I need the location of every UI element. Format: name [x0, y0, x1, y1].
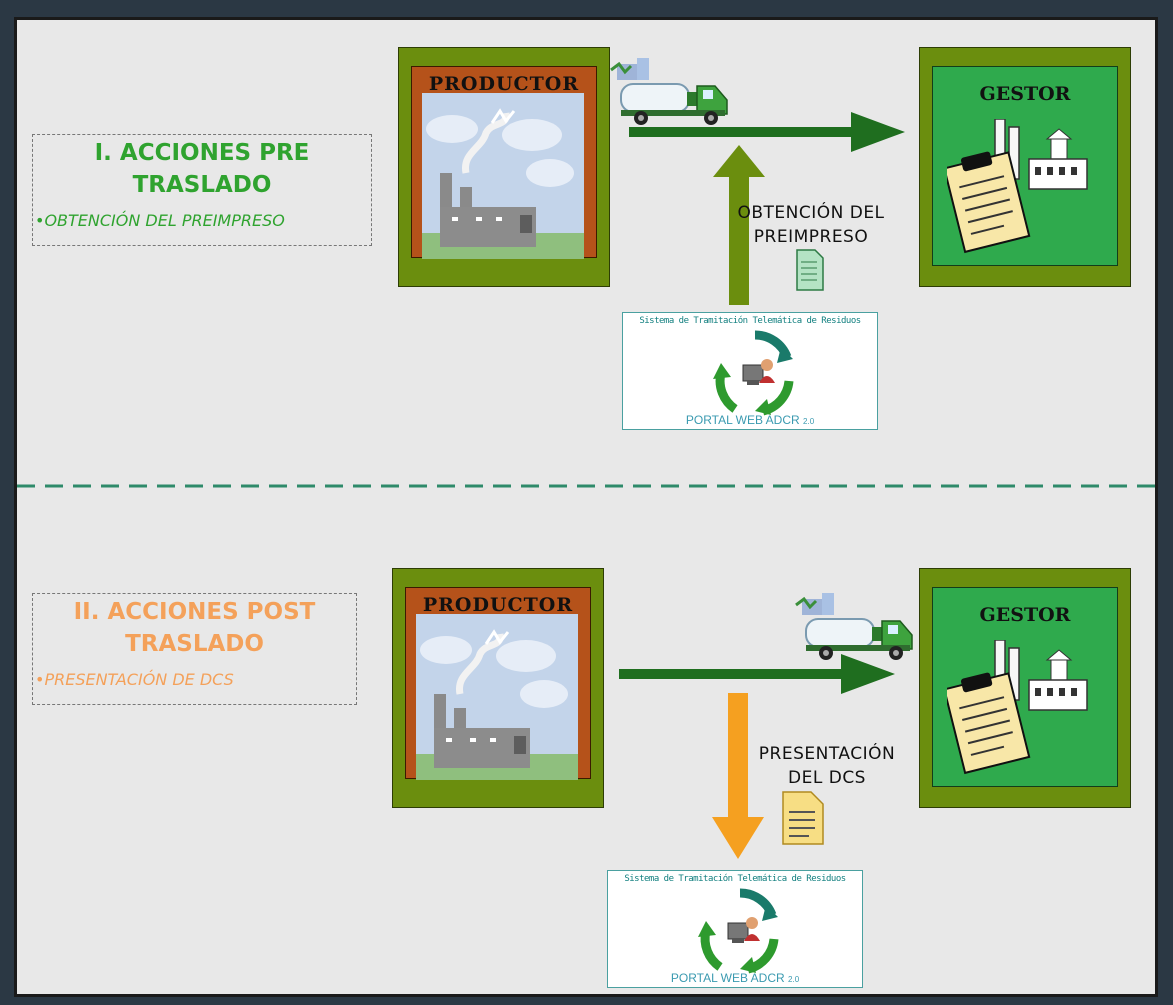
download-arrow — [712, 693, 764, 859]
portal-version: 2.0 — [788, 975, 800, 984]
upload-arrow — [713, 145, 765, 305]
document-icon — [796, 249, 824, 291]
section-post-item: •PRESENTACIÓN DE DCS — [35, 670, 234, 689]
portal-footer-text: PORTAL WEB ADCR — [685, 413, 800, 427]
producer-frame: PRODUCTOR — [405, 587, 591, 779]
portal-footer: PORTAL WEB ADCR 2.0 — [623, 413, 877, 427]
factory-icon — [422, 93, 586, 259]
section-pre-item: •OBTENCIÓN DEL PREIMPRESO — [35, 211, 285, 230]
producer-box-2: PRODUCTOR — [392, 568, 604, 808]
producer-frame: PRODUCTOR — [411, 66, 597, 258]
section-pre-title-line1: I. ACCIONES PRE — [94, 140, 310, 166]
clipboard-icon — [947, 119, 1088, 253]
factory-icon — [416, 614, 580, 780]
clipboard-icon — [947, 640, 1088, 774]
action-label-2-line2: DEL DCS — [788, 768, 866, 788]
transport-arrow-2 — [619, 654, 895, 694]
section-pre-title-line2: TRASLADO — [132, 172, 272, 198]
portal-header: Sistema de Tramitación Telemática de Res… — [624, 874, 846, 884]
gestor-label: GESTOR — [979, 83, 1071, 105]
section-pre-traslado: I. ACCIONES PRE TRASLADO •OBTENCIÓN DEL … — [32, 134, 372, 246]
gestor-label: GESTOR — [979, 604, 1071, 626]
producer-label: PRODUCTOR — [428, 73, 580, 95]
section-post-title-line1: II. ACCIONES POST — [73, 599, 316, 625]
section-divider — [17, 484, 1155, 488]
document-icon — [782, 791, 824, 845]
portal-web-box-1: Sistema de Tramitación Telemática de Res… — [622, 312, 878, 430]
diagram-frame: I. ACCIONES PRE TRASLADO •OBTENCIÓN DEL … — [14, 17, 1158, 997]
action-label-2: PRESENTACIÓN DEL DCS — [737, 742, 917, 790]
action-label-1-line2: PREIMPRESO — [753, 227, 869, 247]
recycle-icon — [690, 887, 786, 977]
portal-footer: PORTAL WEB ADCR 2.0 — [608, 971, 862, 985]
section-post-traslado: II. ACCIONES POST TRASLADO •PRESENTACIÓN… — [32, 593, 357, 705]
producer-box-1: PRODUCTOR — [398, 47, 610, 287]
action-label-1-line1: OBTENCIÓN DEL — [737, 203, 885, 223]
recycle-icon — [705, 329, 801, 419]
portal-web-box-2: Sistema de Tramitación Telemática de Res… — [607, 870, 863, 988]
portal-footer-text: PORTAL WEB ADCR — [670, 971, 785, 985]
action-label-1: OBTENCIÓN DEL PREIMPRESO — [711, 201, 911, 249]
gestor-frame: GESTOR — [932, 66, 1118, 266]
transport-arrow-1 — [629, 112, 905, 152]
gestor-frame: GESTOR — [932, 587, 1118, 787]
portal-header: Sistema de Tramitación Telemática de Res… — [639, 316, 861, 326]
gestor-box-1: GESTOR — [919, 47, 1131, 287]
producer-label: PRODUCTOR — [422, 594, 574, 616]
portal-version: 2.0 — [803, 417, 815, 426]
action-label-2-line1: PRESENTACIÓN — [758, 744, 896, 764]
section-post-title-line2: TRASLADO — [125, 631, 264, 657]
gestor-box-2: GESTOR — [919, 568, 1131, 808]
